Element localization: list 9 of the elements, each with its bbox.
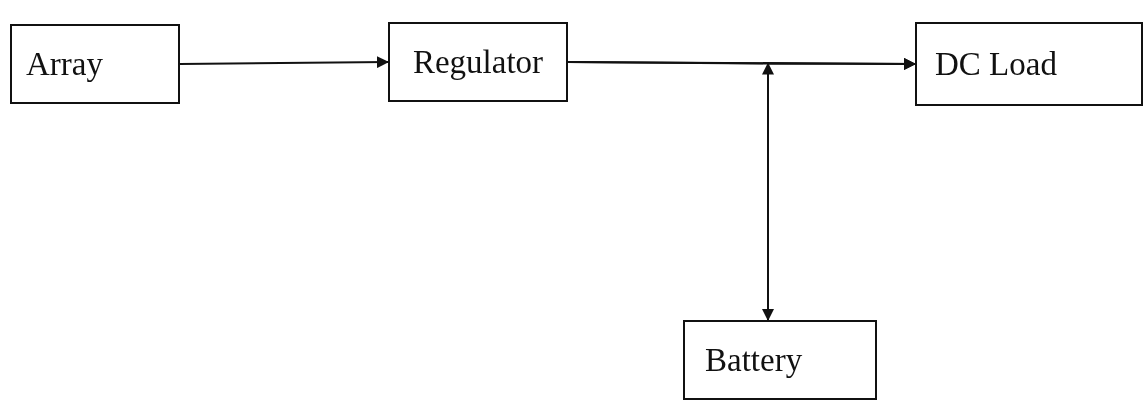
- block-box: [10, 24, 180, 104]
- block-label: Regulator: [412, 43, 544, 81]
- arrow: [179, 56, 389, 69]
- block-label: DC Load: [935, 45, 1057, 83]
- block-label: Battery: [705, 341, 803, 379]
- block-label: Array: [26, 45, 103, 83]
- block-box: [683, 320, 877, 400]
- block-box: [915, 22, 1143, 106]
- block-box: [388, 22, 568, 102]
